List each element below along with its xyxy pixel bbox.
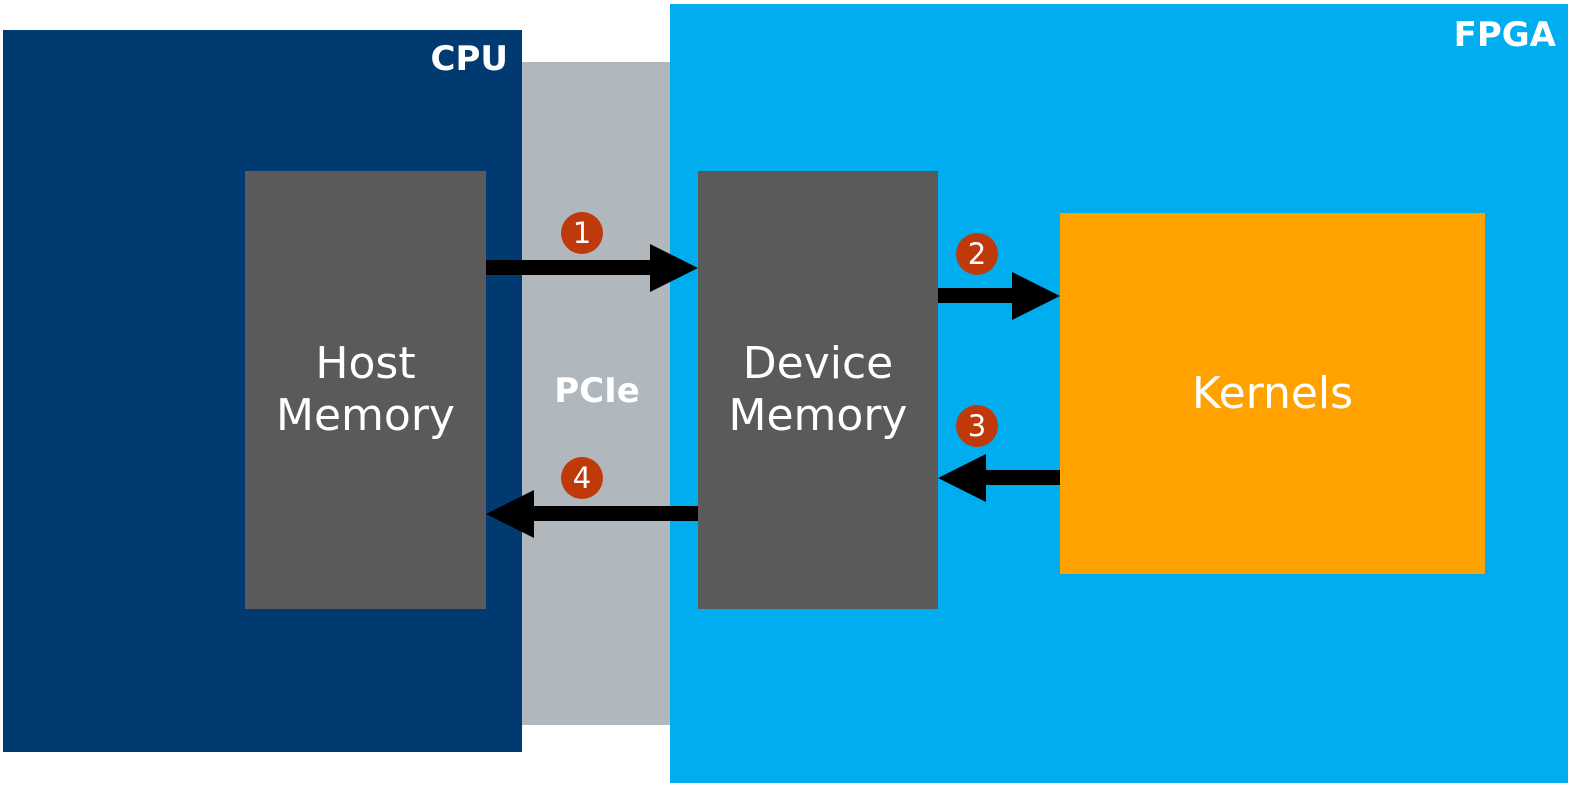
cpu-label: CPU: [430, 39, 508, 79]
step-3-badge: 3: [956, 405, 998, 447]
device-memory-block: Device Memory: [698, 171, 938, 609]
device-memory-label-line2: Memory: [728, 390, 908, 441]
fpga-label: FPGA: [1453, 15, 1556, 55]
kernels-label: Kernels: [1191, 367, 1354, 419]
device-memory-label: Device Memory: [729, 338, 908, 442]
host-memory-label-line1: Host: [315, 338, 416, 390]
step-2-badge: 2: [956, 233, 998, 275]
device-memory-label-line1: Device: [742, 338, 894, 390]
host-memory-block: Host Memory: [245, 171, 486, 609]
kernels-block: Kernels: [1060, 213, 1485, 574]
pcie-label: PCIe: [554, 371, 640, 411]
step-1-badge: 1: [561, 212, 603, 254]
step-4-badge: 4: [561, 457, 603, 499]
host-memory-label-line2: Memory: [276, 390, 455, 441]
host-memory-label: Host Memory: [276, 338, 455, 442]
pcie-region: PCIe: [522, 62, 672, 725]
